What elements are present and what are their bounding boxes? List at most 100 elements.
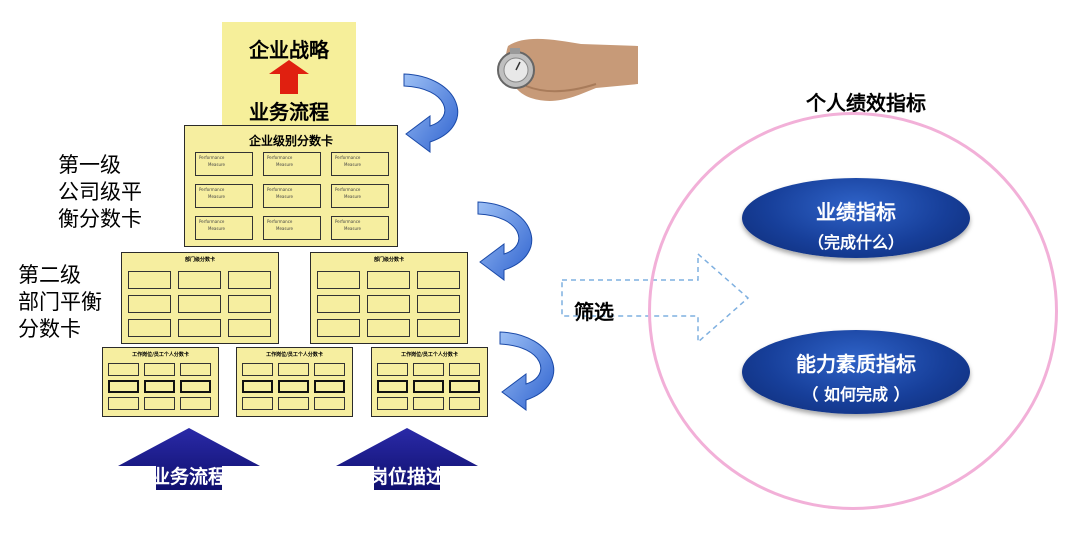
competency-indicator-ellipse: 能力素质指标 （ 如何完成 ） [742,330,970,414]
scorecard-cell-text: Performance [335,219,361,224]
job-desc-up-arrow: 岗位描述 [336,428,478,490]
dept-scorecard-2: 部门级分数卡 [310,252,468,344]
scorecard-cell [367,295,410,313]
scorecard-cell-text: Measure [276,194,293,199]
scorecard-cell [278,380,309,393]
curved-arrow-icon [403,73,459,153]
scorecard-cell-text: Measure [208,162,225,167]
personal-scorecard-2: 工作岗位/员工个人分数卡 [236,347,353,417]
scorecard-cell-text: Measure [344,162,361,167]
scorecard-cell [317,319,360,337]
scorecard-cell [278,363,309,376]
scorecard-cell [314,363,345,376]
level1-line1: 第一级 [58,153,121,177]
scorecard-cell [417,319,460,337]
scorecard-cell [228,319,271,337]
scorecard-cell [413,363,444,376]
scorecard-cell [128,271,171,289]
scorecard-cell [144,363,175,376]
level1-line2: 公司级平 [58,180,142,204]
scorecard-cell-text: Measure [208,194,225,199]
scorecard-cell [180,397,211,410]
scorecard-cell [242,397,273,410]
curved-arrow-icon [477,201,533,281]
job-desc-up-arrow-label: 岗位描述 [368,466,445,488]
scorecard-cell-text: Performance [267,187,293,192]
level2-label: 第二级 部门平衡 分数卡 [18,262,102,343]
personal-scorecard-1: 工作岗位/员工个人分数卡 [102,347,219,417]
scorecard-cell [278,397,309,410]
personal-scorecard-title: 工作岗位/员工个人分数卡 [132,352,189,358]
strategy-box: 企业战略 业务流程 [222,22,356,126]
company-scorecard-title: 企业级别分数卡 [248,134,333,148]
scorecard-cell [377,380,408,393]
level1-line3: 衡分数卡 [58,207,142,231]
scorecard-cell-text: Performance [267,155,293,160]
process-label: 业务流程 [249,100,329,124]
scorecard-cell-text: Measure [344,226,361,231]
performance-indicator-ellipse: 业绩指标 （完成什么） [742,178,970,258]
scorecard-cell [314,397,345,410]
performance-indicator-sublabel: （完成什么） [807,233,904,252]
scorecard-cell-text: Performance [267,219,293,224]
scorecard-cell [144,380,175,393]
level1-label: 第一级 公司级平 衡分数卡 [58,152,142,233]
scorecard-cell [317,271,360,289]
scorecard-cell [413,380,444,393]
curved-arrow-icon [499,331,555,411]
personal-scorecard-3: 工作岗位/员工个人分数卡 [371,347,488,417]
scorecard-cell [128,319,171,337]
scorecard-cell [417,271,460,289]
scorecard-cell [228,271,271,289]
scorecard-cell [377,397,408,410]
scorecard-cell [449,397,480,410]
scorecard-cell-text: Measure [208,226,225,231]
scorecard-cell [178,271,221,289]
personal-scorecard-title: 工作岗位/员工个人分数卡 [266,352,323,358]
performance-indicator-label: 业绩指标 [816,200,896,224]
scorecard-cell [317,295,360,313]
scorecard-cell [108,397,139,410]
scorecard-cell [367,319,410,337]
scorecard-cell [108,363,139,376]
scorecard-cell [128,295,171,313]
process-up-arrow-label: 业务流程 [150,466,227,488]
dept-scorecard-title: 部门级分数卡 [184,257,215,263]
navy-up-arrow-icon [118,428,260,490]
scorecard-cell [242,363,273,376]
hand-stopwatch-icon [497,38,638,101]
dept-scorecard-1: 部门级分数卡 [121,252,279,344]
scorecard-cell [417,295,460,313]
scorecard-cell-text: Performance [335,187,361,192]
filter-label: 筛选 [574,300,614,324]
scorecard-cell [314,380,345,393]
scorecard-cell [178,295,221,313]
scorecard-cell [180,380,211,393]
personal-indicator-title: 个人绩效指标 [806,91,926,115]
process-up-arrow: 业务流程 [118,428,260,490]
scorecard-cell [377,363,408,376]
scorecard-cell-text: Performance [199,219,225,224]
scorecard-cell [367,271,410,289]
personal-scorecard-title: 工作岗位/员工个人分数卡 [401,352,458,358]
personal-indicator-circle [648,112,1058,510]
scorecard-cell [178,319,221,337]
scorecard-cell-text: Performance [335,155,361,160]
red-up-arrow-icon [269,60,309,94]
strategy-label: 企业战略 [249,38,329,62]
competency-indicator-sublabel: （ 如何完成 ） [802,385,910,404]
scorecard-cell [449,380,480,393]
dept-scorecard-title: 部门级分数卡 [373,257,404,263]
scorecard-cell [108,380,139,393]
navy-up-arrow-icon [336,428,478,490]
level2-line1: 第二级 [18,263,81,287]
